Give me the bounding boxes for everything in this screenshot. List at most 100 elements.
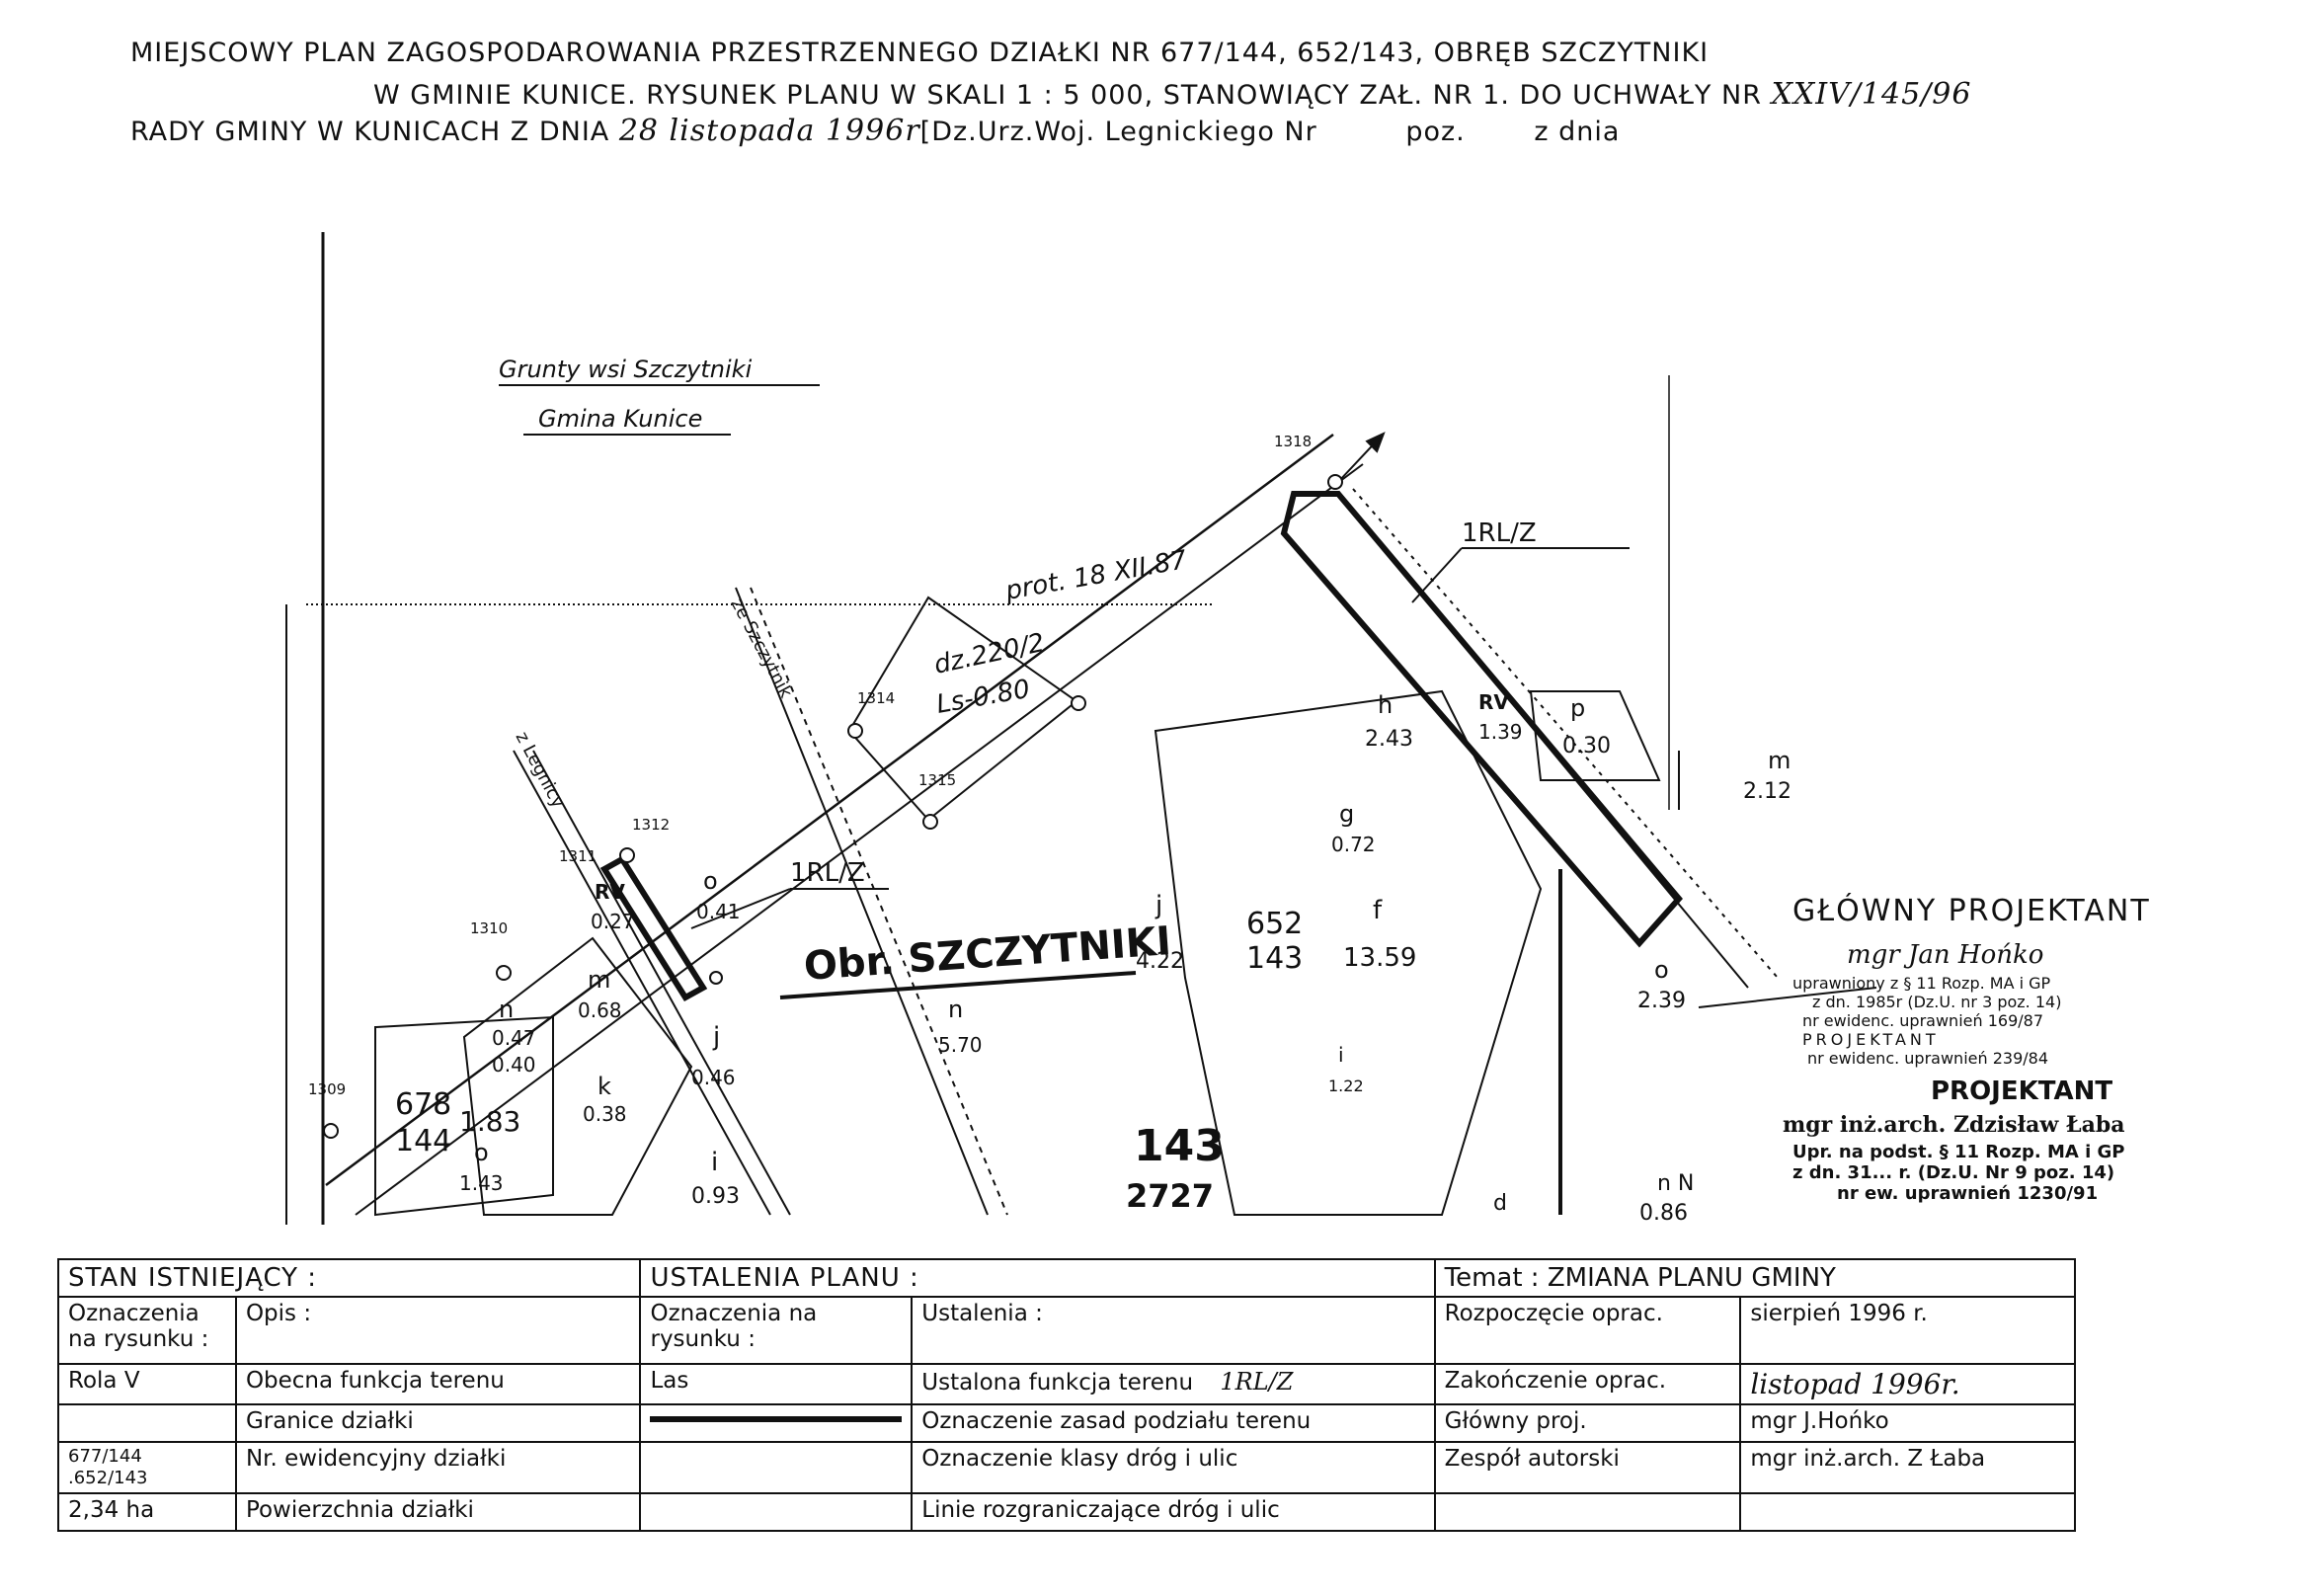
legend-zespol-label: Zespół autorski bbox=[1433, 1441, 1742, 1494]
parcel-p: p bbox=[1570, 694, 1585, 722]
header-line-2-text: W GMINIE KUNICE. RYSUNEK PLANU W SKALI 1… bbox=[373, 80, 1762, 111]
stamp-line-2: z dn. 1985r (Dz.U. nr 3 poz. 14) bbox=[1812, 993, 2062, 1011]
parcel-k: k bbox=[597, 1073, 611, 1100]
zone-label-lower: 1RL/Z bbox=[790, 858, 865, 888]
parcel-o3: o bbox=[474, 1139, 489, 1166]
zone-label-upper: 1RL/Z bbox=[1462, 519, 1537, 548]
legend-zasady: Oznaczenie zasad podziału terenu bbox=[911, 1403, 1436, 1443]
point-1318: 1318 bbox=[1274, 433, 1312, 450]
parcel-o3-area: 1.43 bbox=[459, 1171, 504, 1195]
plan-map: Grunty wsi Szczytniki Gmina Kunice Obr. … bbox=[285, 232, 1877, 1226]
point-1315: 1315 bbox=[918, 771, 956, 789]
parcel-n: n bbox=[948, 996, 963, 1023]
parcel-i-area: 0.93 bbox=[691, 1184, 740, 1209]
parcel-m2: m bbox=[588, 966, 610, 994]
journal-poz: poz. bbox=[1405, 117, 1466, 147]
legend-obecna: Obecna funkcja terenu bbox=[234, 1363, 642, 1405]
point-1309: 1309 bbox=[308, 1080, 346, 1098]
legend-glowny-value: mgr J.Hońko bbox=[1739, 1403, 2076, 1443]
parcel-m2-area: 0.68 bbox=[578, 998, 622, 1022]
legend-klasy-symbol bbox=[639, 1441, 914, 1494]
parcel-144: 144 bbox=[395, 1124, 451, 1158]
legend-thick-line-symbol bbox=[639, 1403, 914, 1443]
parcel-n-area: 5.70 bbox=[938, 1033, 983, 1057]
parcel-f-area: 13.59 bbox=[1343, 943, 1416, 973]
stamp2-name: mgr inż.arch. Zdzisław Łaba bbox=[1783, 1112, 2125, 1138]
parcel-o-area: 0.41 bbox=[696, 900, 741, 923]
parcel-o: o bbox=[703, 867, 718, 895]
legend-klasy: Oznaczenie klasy dróg i ulic bbox=[911, 1441, 1436, 1494]
point-1310: 1310 bbox=[470, 919, 508, 937]
parcel-rv-area: 1.39 bbox=[1478, 720, 1523, 744]
stamp2-title: PROJEKTANT bbox=[1931, 1077, 2113, 1106]
parcel-k-area: 0.38 bbox=[583, 1102, 627, 1126]
parcel-m: m bbox=[1768, 747, 1791, 774]
parcel-652: 652 bbox=[1246, 907, 1303, 941]
parcel-678-area: 1.83 bbox=[459, 1105, 520, 1138]
resolution-number: XXIV/145/96 bbox=[1771, 77, 1972, 112]
legend-header-stan: STAN ISTNIEJĄCY : bbox=[56, 1258, 642, 1298]
stamp-designer: PROJEKTANT mgr inż.arch. Zdzisław Łaba U… bbox=[1763, 1077, 2125, 1204]
boundary-title-village: Grunty wsi Szczytniki bbox=[499, 356, 753, 383]
stamp2-line-3: nr ew. uprawnień 1230/91 bbox=[1837, 1183, 2099, 1204]
legend-linie: Linie rozgraniczające dróg i ulic bbox=[911, 1492, 1436, 1532]
legend-granice: Granice działki bbox=[234, 1403, 642, 1443]
stamp-name: mgr Jan Hońko bbox=[1847, 940, 2044, 970]
legend-granice-symbol bbox=[57, 1403, 237, 1443]
parcel-j2-area: 0.46 bbox=[691, 1066, 736, 1089]
header-line-2: W GMINIE KUNICE. RYSUNEK PLANU W SKALI 1… bbox=[373, 77, 1971, 112]
legend-rozp-label: Rozpoczęcie oprac. bbox=[1433, 1296, 1742, 1365]
legend-header-temat: Temat : ZMIANA PLANU GMINY bbox=[1433, 1258, 2077, 1298]
parcel-rv2: RV bbox=[595, 880, 625, 904]
parcel-rv: RV bbox=[1478, 690, 1509, 714]
legend-header-ustalenia: USTALENIA PLANU : bbox=[639, 1258, 1436, 1298]
parcel-i2-area: 1.22 bbox=[1328, 1077, 1364, 1095]
parcel-j: j bbox=[1154, 891, 1162, 920]
stamp-line-1: uprawniony z § 11 Rozp. MA i GP bbox=[1792, 974, 2051, 993]
parcel-big-2727: 2727 bbox=[1126, 1177, 1214, 1215]
point-1311: 1311 bbox=[559, 847, 597, 865]
parcel-d: d bbox=[1493, 1191, 1507, 1216]
parcel-i2: i bbox=[1338, 1043, 1344, 1067]
parcel-p-area: 0.30 bbox=[1562, 734, 1611, 758]
boundary-title-commune: Gmina Kunice bbox=[538, 405, 702, 433]
parcel-h-area: 2.43 bbox=[1365, 727, 1413, 752]
legend-rozp-value: sierpień 1996 r. bbox=[1739, 1296, 2076, 1365]
legend-col-ozn2: Oznaczenia na rysunku : bbox=[639, 1296, 914, 1365]
legend-pow: 2,34 ha bbox=[57, 1492, 237, 1532]
legend-powierzchnia: Powierzchnia działki bbox=[234, 1492, 642, 1532]
legend-nr-ew: Nr. ewidencyjny działki bbox=[234, 1441, 642, 1494]
parcel-n2-area-2: 0.40 bbox=[492, 1053, 536, 1077]
road-label-szczytnik: ze Szczytnik bbox=[727, 595, 797, 701]
legend-zespol-value: mgr inż.arch. Z Łaba bbox=[1739, 1441, 2076, 1494]
legend-col-ustalenia: Ustalenia : bbox=[911, 1296, 1436, 1365]
legend-zak-label: Zakończenie oprac. bbox=[1433, 1363, 1742, 1405]
obr-label: Obr. SZCZYTNIKI bbox=[802, 918, 1172, 990]
stamp2-line-1: Upr. na podst. § 11 Rozp. MA i GP bbox=[1792, 1142, 2125, 1162]
legend-ustalona-label: Ustalona funkcja terenu bbox=[921, 1370, 1194, 1396]
parcel-i: i bbox=[711, 1148, 718, 1177]
legend-nr-1: 677/144 bbox=[68, 1446, 142, 1467]
stamp2-line-2: z dn. 31... r. (Dz.U. Nr 9 poz. 14) bbox=[1792, 1162, 2115, 1183]
legend-ustalona-value: 1RL/Z bbox=[1220, 1368, 1294, 1396]
parcel-nN-area: 0.86 bbox=[1639, 1201, 1688, 1226]
parcel-n2: n bbox=[499, 996, 514, 1023]
legend-glowny-label: Główny proj. bbox=[1433, 1403, 1742, 1443]
parcel-big-143: 143 bbox=[1134, 1121, 1225, 1171]
legend-empty-2 bbox=[1739, 1492, 2076, 1532]
parcel-f: f bbox=[1373, 896, 1383, 925]
parcel-m-area: 2.12 bbox=[1743, 779, 1791, 804]
legend-ustalona: Ustalona funkcja terenu 1RL/Z bbox=[911, 1363, 1436, 1405]
parcel-rv2-area: 0.27 bbox=[591, 910, 635, 933]
thick-line-icon bbox=[650, 1416, 903, 1422]
point-1314: 1314 bbox=[857, 689, 895, 707]
legend-nr: 677/144.652/143 bbox=[57, 1441, 237, 1494]
journal-date: z dnia bbox=[1534, 117, 1621, 147]
parcel-o2: o bbox=[1654, 956, 1669, 984]
legend-col-ozn: Oznaczenia na rysunku : bbox=[57, 1296, 237, 1365]
prot-label: prot. 18 XII.87 bbox=[1002, 545, 1189, 606]
parcel-143: 143 bbox=[1246, 941, 1303, 976]
header-line-3: RADY GMINY W KUNICACH Z DNIA 28 listopad… bbox=[130, 114, 1620, 148]
stamp-title: GŁÓWNY PROJEKTANT bbox=[1792, 894, 2151, 928]
parcel-678: 678 bbox=[395, 1087, 451, 1122]
